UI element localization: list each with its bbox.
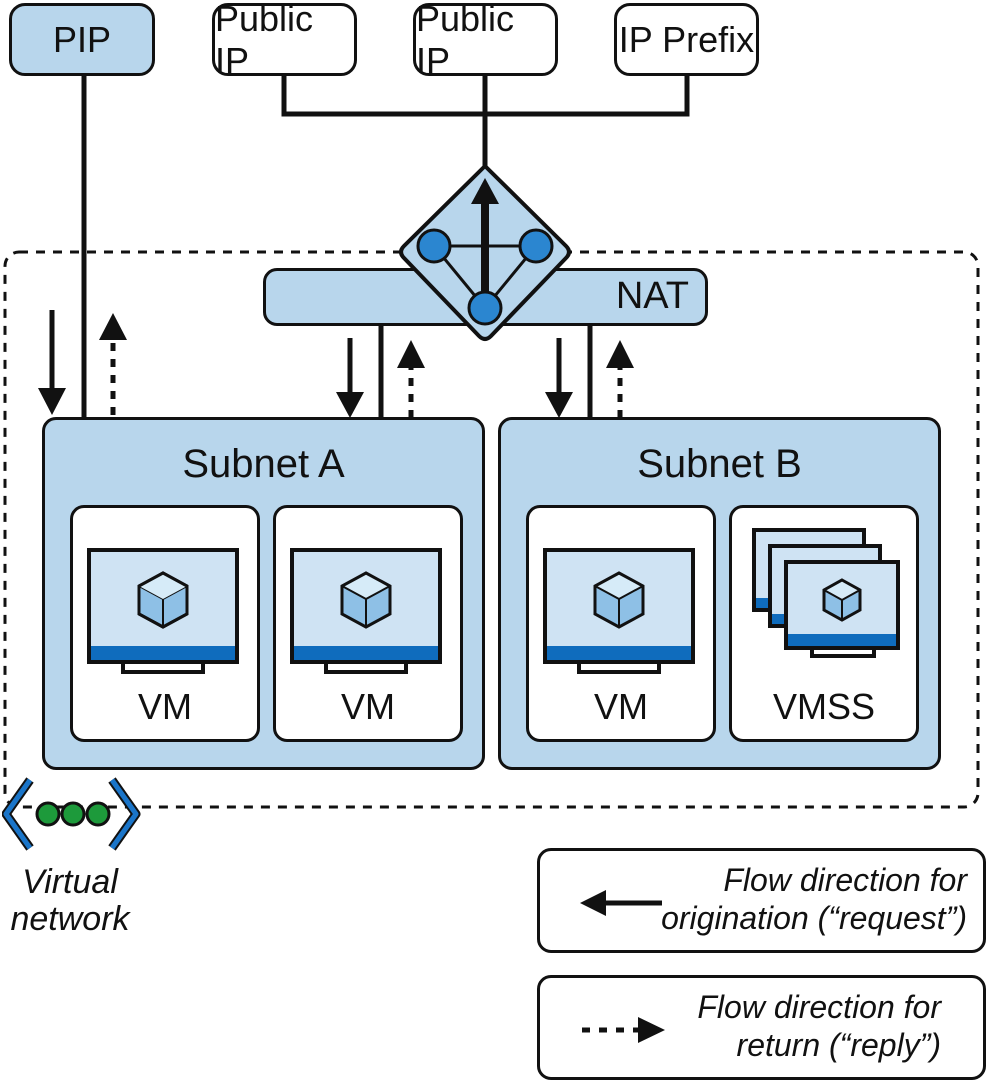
vm-monitor-icon xyxy=(543,548,695,674)
subnet-b-vmss-card: VMSS xyxy=(729,505,919,742)
subnet-a-pip-request-arrow xyxy=(38,310,66,415)
subnet-b-vmss-label: VMSS xyxy=(772,686,876,727)
legend-reply-text: Flow direction for return (“reply”) xyxy=(697,988,941,1064)
subnet-b-vm-label: VM xyxy=(594,686,648,727)
subnet-a-vm-label-1: VM xyxy=(138,686,192,727)
subnet-a-title: Subnet A xyxy=(182,442,345,486)
subnet-b-title: Subnet B xyxy=(637,442,802,486)
legend-request-text: Flow direction for origination (“request… xyxy=(661,861,967,937)
virtual-network-label-line1: Virtual xyxy=(22,863,118,901)
vmss-stack-icon xyxy=(752,528,900,658)
nat-gateway-icon xyxy=(399,163,571,341)
public-ip-label-1: Public IP xyxy=(215,0,314,81)
public-ip-label-2: Public IP xyxy=(416,0,515,81)
subnet-a-vm-card-1: VM xyxy=(70,505,260,742)
vm-monitor-icon xyxy=(290,548,442,674)
legend-reply-line2: return (“reply”) xyxy=(736,1027,941,1063)
subnet-b-nat-reply-arrow xyxy=(606,340,634,418)
ip-prefix-label: IP Prefix xyxy=(618,18,755,60)
legend-reply: Flow direction for return (“reply”) xyxy=(537,975,986,1080)
subnet-a-nat-reply-arrow xyxy=(397,340,425,418)
subnet-a-nat-request-arrow xyxy=(336,338,364,418)
nat-label: NAT xyxy=(615,275,689,317)
vnet-boundary xyxy=(3,250,980,809)
subnet-a-container: Subnet A VM VM xyxy=(42,417,485,770)
virtual-network-icon xyxy=(2,777,141,851)
subnet-b-container: Subnet B VM xyxy=(498,417,941,770)
legend-request-line2: origination (“request”) xyxy=(661,900,967,936)
pip-node: PIP xyxy=(9,3,155,76)
legend-reply-line1: Flow direction for xyxy=(697,989,941,1025)
legend-request: Flow direction for origination (“request… xyxy=(537,848,986,953)
subnet-a-vm-label-2: VM xyxy=(341,686,395,727)
public-ip-node-1: Public IP xyxy=(212,0,357,81)
dotted-arrow-right-icon xyxy=(582,1017,665,1043)
pip-label: PIP xyxy=(52,18,112,60)
subnet-b-vm-card: VM xyxy=(526,505,716,742)
subnet-b-nat-request-arrow xyxy=(545,338,573,418)
virtual-network-label-line2: network xyxy=(10,900,130,938)
virtual-network-label: Virtual network xyxy=(0,864,140,938)
subnet-a-pip-reply-arrow xyxy=(99,313,127,415)
solid-arrow-left-icon xyxy=(580,890,662,916)
vm-monitor-icon xyxy=(87,548,239,674)
ip-prefix-node: IP Prefix xyxy=(614,3,759,76)
legend-request-line1: Flow direction for xyxy=(723,862,967,898)
subnet-a-vm-card-2: VM xyxy=(273,505,463,742)
public-ip-node-2: Public IP xyxy=(413,0,558,81)
